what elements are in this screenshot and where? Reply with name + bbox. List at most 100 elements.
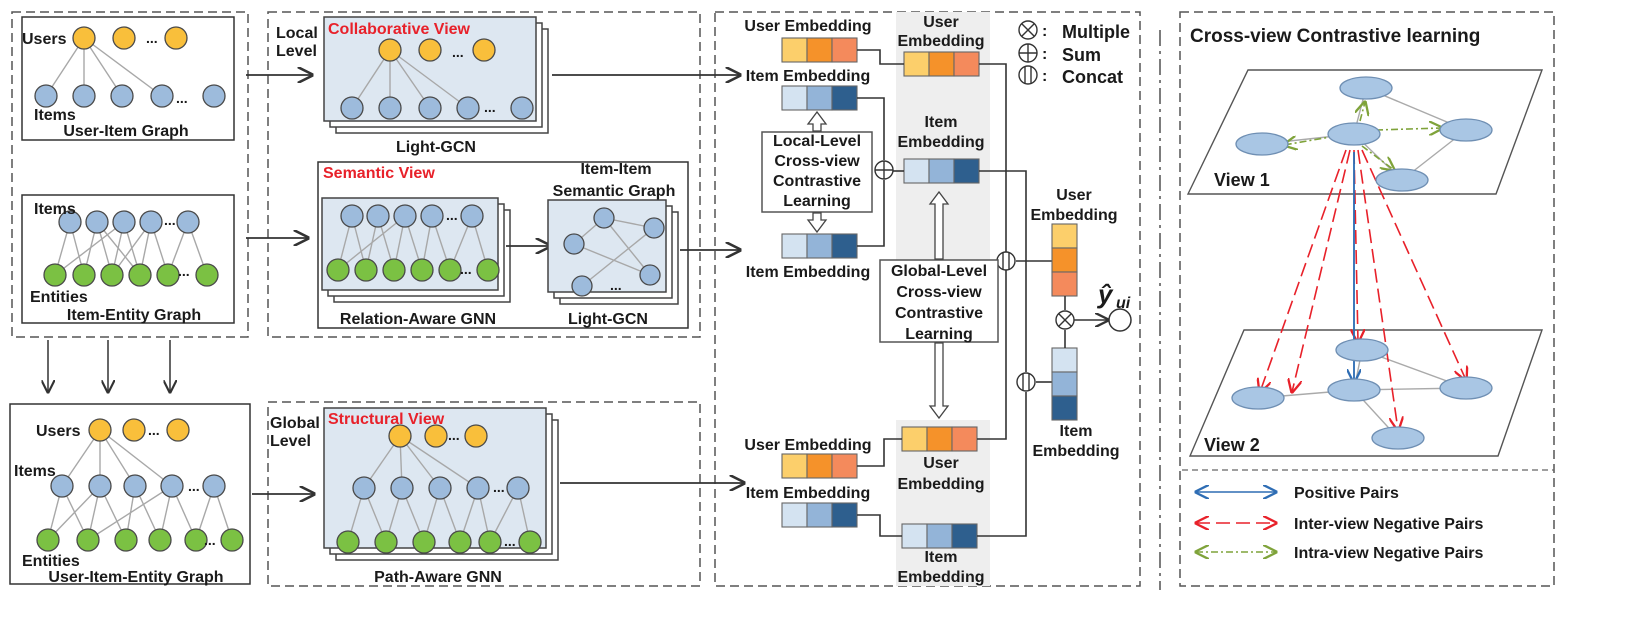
- collaborative-graph-top-node: [472, 38, 496, 62]
- global-contrastive-text: Contrastive: [895, 305, 983, 322]
- legend-colon: :: [1042, 46, 1047, 63]
- user-item-entity-graph-edge: [87, 485, 173, 541]
- fused-user-embedding-cell: [903, 51, 930, 77]
- structural-graph-mid-node: [506, 476, 530, 500]
- fused-item-embedding-cell: [953, 158, 980, 184]
- item-entity-ellipsis: ...: [178, 263, 190, 279]
- structural-caption: Path-Aware GNN: [374, 569, 502, 586]
- user-item-entity-graph-edge: [99, 429, 173, 487]
- concat-item-embedding-label: Embedding: [1032, 443, 1119, 460]
- prediction-label: ŷ: [1096, 279, 1114, 309]
- global-level-label: Global: [270, 415, 320, 432]
- concat-item-embedding-label: Item: [1060, 423, 1093, 440]
- structural-graph-edge: [399, 435, 479, 489]
- legend-label-0: Positive Pairs: [1294, 485, 1399, 502]
- item-item-node: [593, 207, 615, 229]
- global-user-embedding-cell: [926, 426, 953, 452]
- collaborative-graph-mid-node: [456, 96, 480, 120]
- uie-graph-title: User-Item-Entity Graph: [48, 569, 223, 586]
- structural-graph-bottom-node: [412, 530, 436, 554]
- legend-label-2: Intra-view Negative Pairs: [1294, 545, 1484, 562]
- uie-items-label: Items: [14, 463, 56, 480]
- connector-item-b: [857, 180, 885, 247]
- user-item-entity-graph-mid-node: [123, 474, 147, 498]
- collab-item-embedding-label: Item Embedding: [746, 68, 870, 85]
- item-item-edge: [573, 243, 651, 276]
- inter-view-negative-arrow: [1361, 149, 1466, 380]
- structural-graph-bottom-node: [478, 530, 502, 554]
- collab-user-embedding-cell: [781, 37, 808, 63]
- multiply-operator-stroke: [1058, 313, 1072, 327]
- semantic-item-embedding-label: Item Embedding: [746, 264, 870, 281]
- relation-aware-caption: Relation-Aware GNN: [340, 311, 496, 328]
- structural-graph-top-node: [388, 424, 412, 448]
- uie-entities-label: Entities: [22, 553, 80, 570]
- connector-struct-user: [857, 438, 902, 467]
- collab-user-embedding-label: User Embedding: [744, 18, 871, 35]
- fused-item-embedding-cell: [928, 158, 955, 184]
- concat-user-embedding-cell: [1051, 223, 1078, 249]
- user-item-entity-graph-top-node: [88, 418, 112, 442]
- structural-graph-bottom-node: [518, 530, 542, 554]
- user-item-entity-graph-bottom-node: [184, 528, 208, 552]
- user-item-entity-graph-bottom-node: [220, 528, 244, 552]
- user-item-entity-graph-edge: [47, 485, 101, 541]
- structural-item-embedding-cell: [781, 502, 808, 528]
- view2-label: View 2: [1204, 435, 1260, 455]
- structural-graph-mid-node: [428, 476, 452, 500]
- structural-graph-top-node: [464, 424, 488, 448]
- user-item-entity-graph-bottom-node: [148, 528, 172, 552]
- local-contrastive-box: [761, 131, 873, 213]
- item-item-node: [571, 275, 593, 297]
- semantic-view-title: Semantic View: [323, 165, 435, 182]
- relation-aware-graph-bottom-node: [438, 258, 462, 282]
- relation-aware-graph-bottom-node: [410, 258, 434, 282]
- global-item-embedding-label: Embedding: [897, 569, 984, 586]
- fused-item-embedding-label: Item: [925, 114, 958, 131]
- structural-item-embedding-cell: [806, 502, 833, 528]
- uie-ellipsis: ...: [204, 532, 216, 548]
- user-item-entity-graph-top-node: [122, 418, 146, 442]
- view2-node: [1327, 378, 1381, 402]
- uie-ellipsis: ...: [188, 478, 200, 494]
- structural-user-embedding-cell: [806, 453, 833, 479]
- global-item-embedding-cell: [951, 523, 978, 549]
- semantic-lightgcn-caption: Light-GCN: [568, 311, 648, 328]
- structural-item-embedding-cell: [831, 502, 858, 528]
- global-contrastive-up-arrow: [928, 190, 950, 260]
- user-item-entity-graph-mid-node: [88, 474, 112, 498]
- item-entity-graph-top-node: [58, 210, 82, 234]
- relation-aware-graph-top-node: [340, 204, 364, 228]
- item-entity-graph-bottom-node: [72, 263, 96, 287]
- connector-user-top: [857, 49, 904, 65]
- structural-ellipsis: ...: [493, 479, 505, 495]
- local-level-label: Local: [276, 25, 318, 42]
- user-item-graph-frame: [21, 16, 235, 141]
- prediction-node: [1108, 308, 1132, 332]
- view1-node: [1339, 76, 1393, 100]
- item-entity-graph-title: Item-Entity Graph: [67, 307, 201, 324]
- structural-user-embedding-cell: [781, 453, 808, 479]
- relation-aware-graph-bottom-node: [354, 258, 378, 282]
- view1-node: [1439, 118, 1493, 142]
- item-entity-graph-bottom-node: [156, 263, 180, 287]
- global-contrastive-text: Global-Level: [891, 263, 987, 280]
- intra-view-negative-arrow: [1375, 128, 1442, 130]
- collab-item-embedding-cell: [806, 85, 833, 111]
- concat-item-embedding-cell: [1051, 395, 1078, 421]
- user-item-graph-mid-node: [202, 84, 226, 108]
- user-item-graph-top-node: [164, 26, 188, 50]
- collaborative-view-title: Collaborative View: [328, 21, 471, 38]
- intra-view-negative-arrow: [1360, 102, 1365, 122]
- legend-operator-label: Concat: [1062, 67, 1123, 87]
- collaborative-ellipsis: ...: [484, 99, 496, 115]
- collaborative-graph-mid-node: [418, 96, 442, 120]
- semantic-ellipsis: ...: [446, 207, 458, 223]
- item-entity-ellipsis: ...: [164, 212, 176, 228]
- global-user-embedding-label: Embedding: [897, 476, 984, 493]
- global-item-embedding-cell: [926, 523, 953, 549]
- right-panel-box: [1179, 11, 1555, 587]
- local-level-label: Level: [276, 43, 317, 60]
- view1-node: [1375, 168, 1429, 192]
